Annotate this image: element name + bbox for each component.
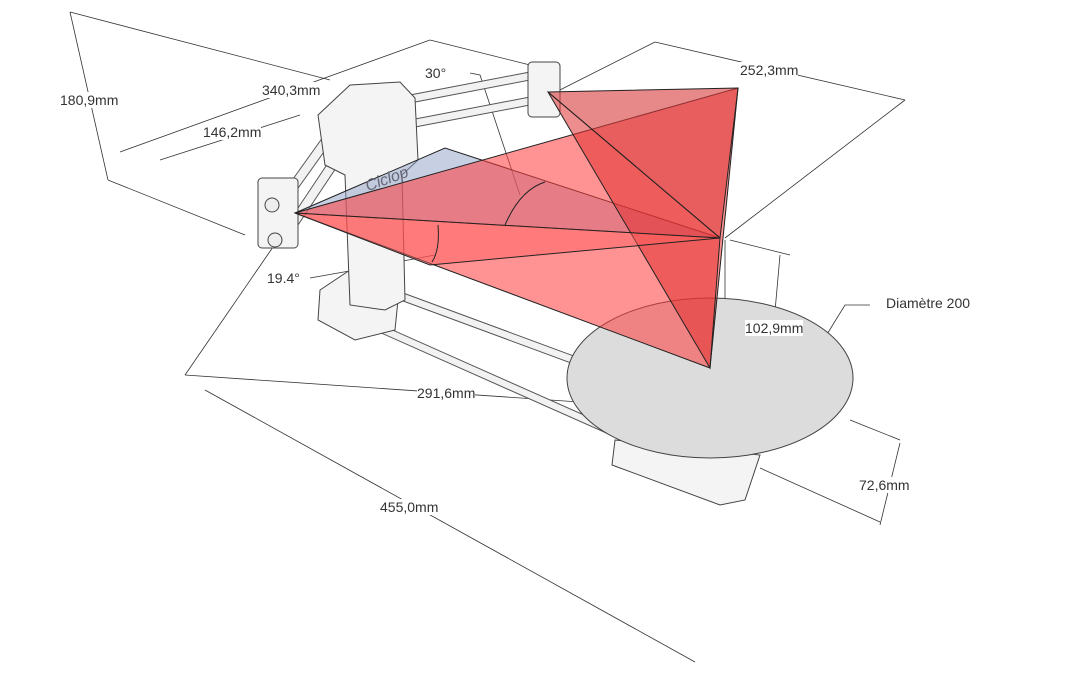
laser-mount bbox=[527, 61, 561, 118]
dim-laser-angle: 30° bbox=[425, 65, 447, 81]
dim-depth-frame: 340,3mm bbox=[262, 82, 321, 98]
angle-arc-19 bbox=[431, 224, 439, 263]
dim-platform-height: 72,6mm bbox=[859, 477, 910, 493]
dim-camera-distance: 291,6mm bbox=[417, 385, 476, 401]
dim-laser-height: 102,9mm bbox=[745, 320, 804, 336]
dim-overall-length: 455,0mm bbox=[380, 499, 439, 515]
laser-plane-3 bbox=[547, 91, 721, 370]
dim-height-total: 180,9mm bbox=[60, 92, 119, 108]
angle-arc-30 bbox=[504, 181, 546, 226]
dim-platform-diameter: Diamètre 200 bbox=[886, 295, 971, 311]
dim-camera-angle: 19.4° bbox=[267, 270, 300, 286]
dim-rod-length: 146,2mm bbox=[203, 124, 262, 140]
laser-plane-4 bbox=[294, 212, 721, 266]
dim-laser-span: 252,3mm bbox=[740, 62, 799, 78]
